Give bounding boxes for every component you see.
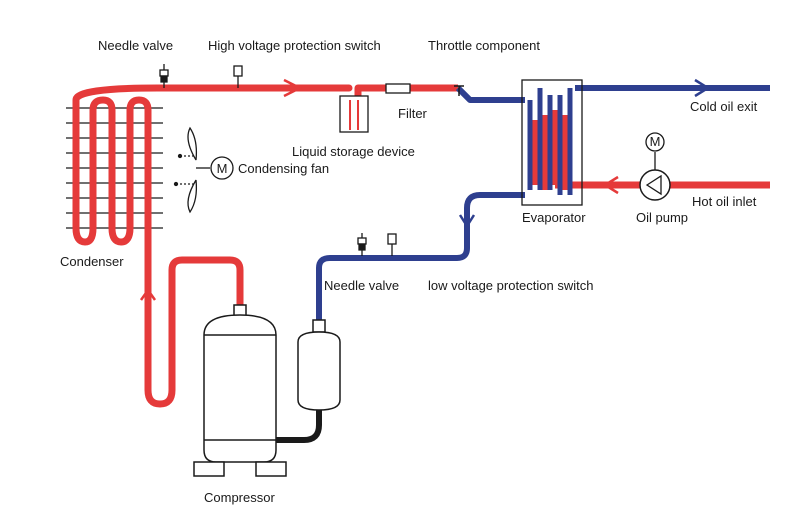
flow-arrow-icon <box>139 78 711 301</box>
fan-icon <box>173 126 210 214</box>
evaporator-coils <box>527 88 573 195</box>
accumulator <box>297 319 341 411</box>
label-condensing-fan: Condensing fan <box>238 161 329 176</box>
evaporator-box <box>521 79 583 206</box>
pump-icon <box>639 169 671 201</box>
label-throttle-component: Throttle component <box>428 38 540 53</box>
liquid-storage-device <box>339 95 369 133</box>
cold-line-throttle <box>455 85 525 103</box>
pressure-switch-icon <box>233 65 243 88</box>
needle-valve-icon <box>159 64 169 88</box>
label-high-voltage-switch: High voltage protection switch <box>208 38 381 53</box>
label-needle-valve-bottom: Needle valve <box>324 278 399 293</box>
pump-motor-symbol: M <box>650 134 661 149</box>
filter-component <box>385 83 411 94</box>
throttle-valve-icon <box>454 85 464 96</box>
label-cold-oil-exit: Cold oil exit <box>690 99 758 114</box>
label-evaporator: Evaporator <box>522 210 586 225</box>
label-condenser: Condenser <box>60 254 124 269</box>
label-compressor: Compressor <box>204 490 275 505</box>
cold-line-return <box>316 192 525 322</box>
needle-valve-bottom-icon <box>357 233 367 256</box>
label-filter: Filter <box>398 106 428 121</box>
fan-motor-symbol: M <box>217 161 228 176</box>
label-hot-oil-inlet: Hot oil inlet <box>692 194 757 209</box>
compressor <box>193 304 287 477</box>
pump-motor-icon <box>645 132 665 152</box>
suction-pipe <box>276 410 322 443</box>
label-low-voltage-switch: low voltage protection switch <box>428 278 593 293</box>
hot-line-top <box>72 84 353 408</box>
label-oil-pump: Oil pump <box>636 210 688 225</box>
pump-triangle <box>645 174 662 196</box>
label-needle-valve-top: Needle valve <box>98 38 173 53</box>
label-liquid-storage-device: Liquid storage device <box>292 144 415 159</box>
motor-icon <box>210 156 234 180</box>
low-pressure-switch-icon <box>387 233 397 256</box>
